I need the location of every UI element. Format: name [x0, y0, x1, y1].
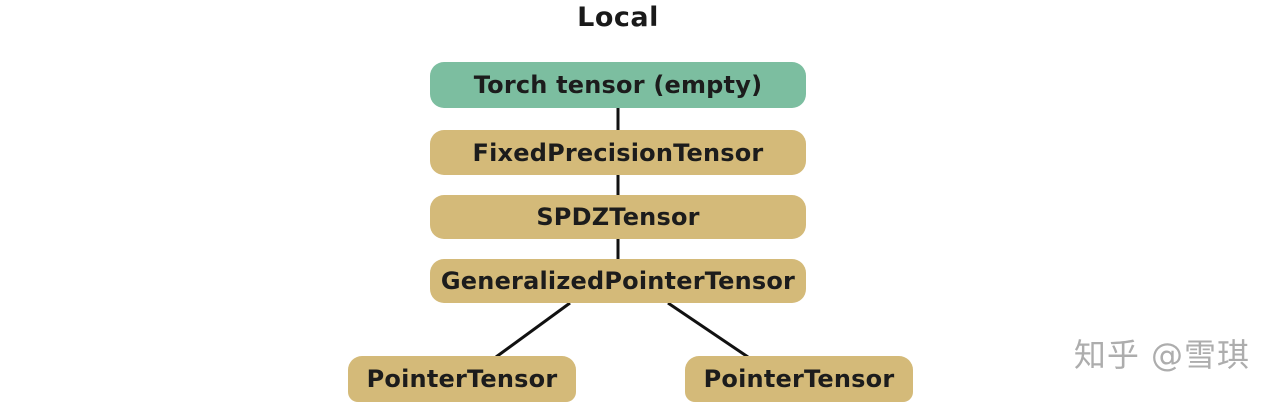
connector-generalized-pointer-right [667, 301, 749, 359]
node-spdz-tensor: SPDZTensor [430, 195, 806, 239]
connector-generalized-pointer-left [495, 301, 571, 359]
node-generalized-pointer-tensor: GeneralizedPointerTensor [430, 259, 806, 303]
node-torch-tensor: Torch tensor (empty) [430, 62, 806, 108]
node-pointer-tensor-right: PointerTensor [685, 356, 913, 402]
node-pointer-tensor-left: PointerTensor [348, 356, 576, 402]
watermark-text: 知乎 @雪琪 [1073, 336, 1250, 374]
diagram-title: Local [577, 2, 659, 33]
node-fixed-precision-tensor: FixedPrecisionTensor [430, 130, 806, 175]
